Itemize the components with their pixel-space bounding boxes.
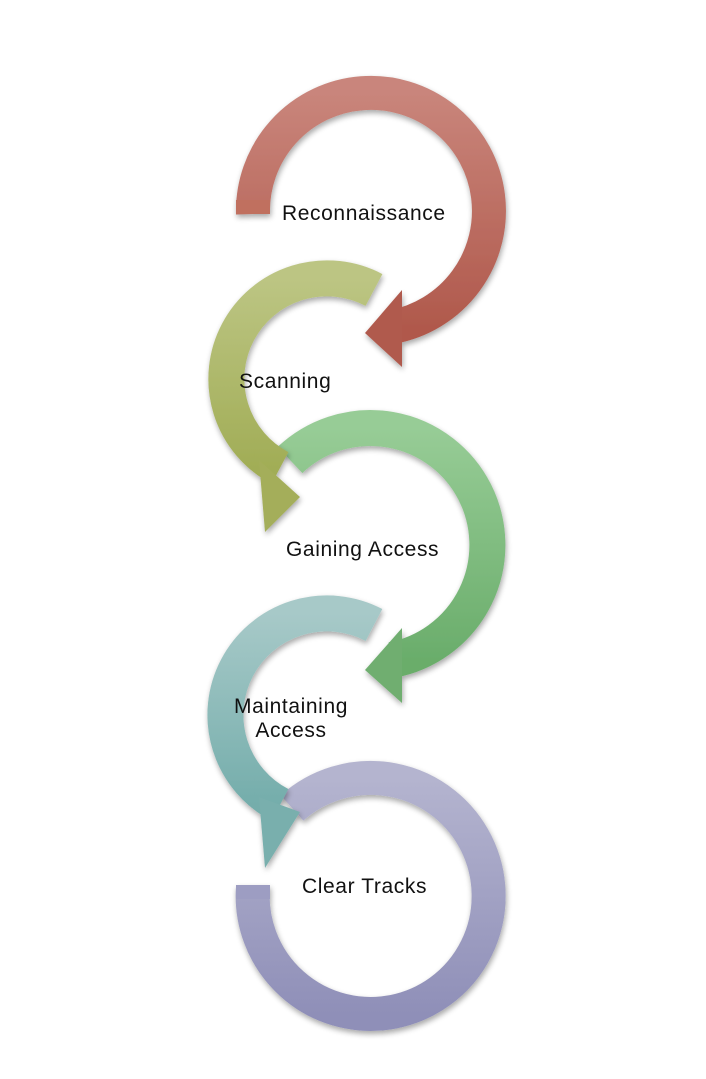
reconnaissance-label: Reconnaissance [282,202,446,225]
reconnaissance-arrow [235,75,506,367]
scanning-arrow [208,260,383,532]
maintaining-access-arrow [207,595,383,868]
maintaining-access-label: Maintaining Access [220,695,362,743]
clear-tracks-label: Clear Tracks [302,875,428,898]
scanning-label: Scanning [239,370,332,393]
maintaining-access-label-line2: Access [255,719,327,742]
gaining-access-arrow [277,410,506,703]
maintaining-access-label-line1: Maintaining [234,695,348,718]
clear-tracks-arrow [235,761,506,1031]
gaining-access-label: Gaining Access [286,538,440,561]
